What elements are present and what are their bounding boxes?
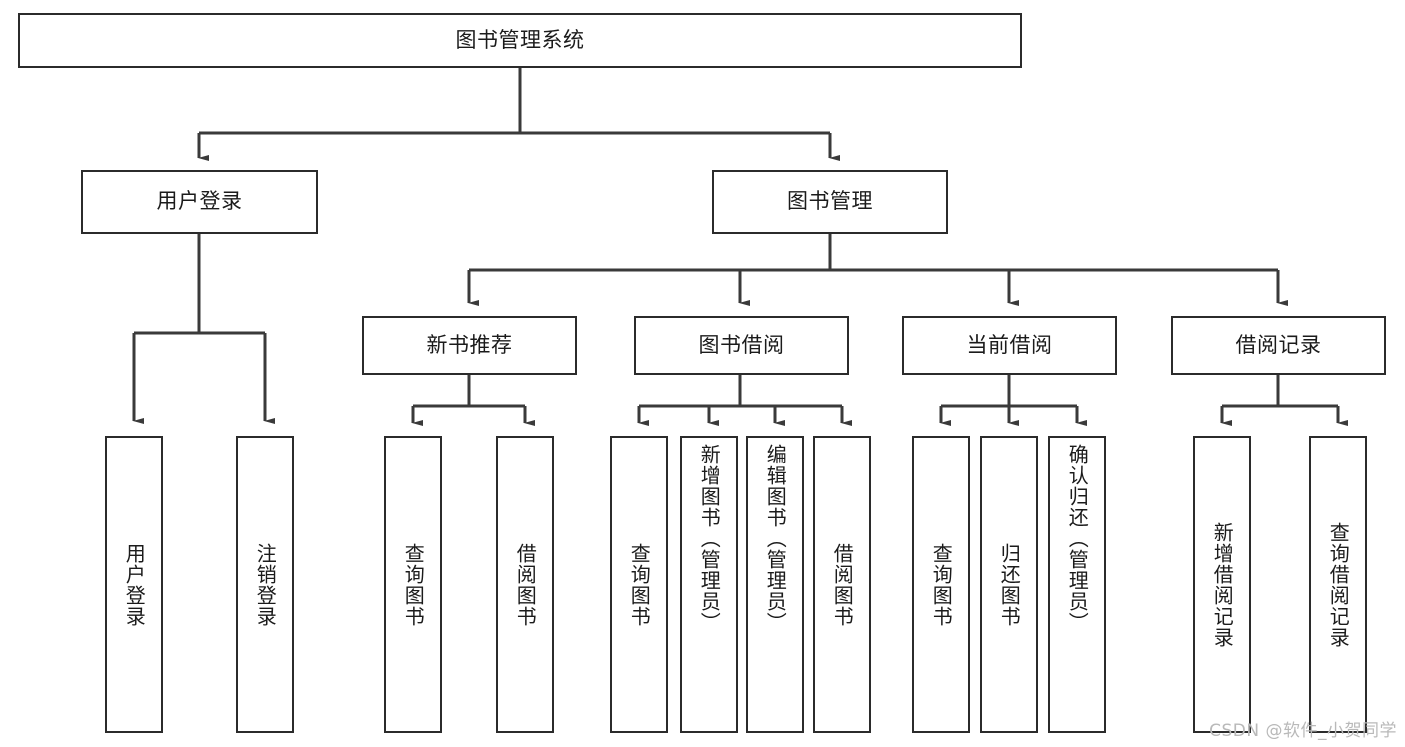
leaf-borrow-book-1-label: 借阅图书 — [513, 542, 538, 627]
node-book-borrow-label: 图书借阅 — [698, 332, 785, 357]
leaf-query-record-label: 查询借阅记录 — [1326, 521, 1351, 648]
leaf-user-login[interactable]: 用户登录 — [105, 436, 163, 733]
leaf-confirm-return[interactable]: 确认归还（管理员） — [1048, 436, 1106, 733]
node-book-borrow[interactable]: 图书借阅 — [634, 316, 849, 375]
node-user-login[interactable]: 用户登录 — [81, 170, 318, 234]
leaf-add-book[interactable]: 新增图书（管理员） — [680, 436, 738, 733]
node-new-book-recommend[interactable]: 新书推荐 — [362, 316, 577, 375]
node-root[interactable]: 图书管理系统 — [18, 13, 1022, 68]
node-root-label: 图书管理系统 — [455, 27, 585, 52]
node-borrow-record-label: 借阅记录 — [1235, 332, 1322, 357]
node-book-management-label: 图书管理 — [787, 189, 873, 214]
leaf-return-book[interactable]: 归还图书 — [980, 436, 1038, 733]
leaf-query-book-2[interactable]: 查询图书 — [610, 436, 668, 733]
leaf-edit-book[interactable]: 编辑图书（管理员） — [746, 436, 804, 733]
leaf-logout[interactable]: 注销登录 — [236, 436, 294, 733]
leaf-query-book-1[interactable]: 查询图书 — [384, 436, 442, 733]
leaf-borrow-book-1[interactable]: 借阅图书 — [496, 436, 554, 733]
leaf-logout-label: 注销登录 — [253, 542, 278, 627]
leaf-query-book-3[interactable]: 查询图书 — [912, 436, 970, 733]
leaf-borrow-book-2[interactable]: 借阅图书 — [813, 436, 871, 733]
leaf-query-book-2-label: 查询图书 — [627, 542, 652, 627]
node-new-book-recommend-label: 新书推荐 — [426, 332, 513, 357]
leaf-user-login-label: 用户登录 — [122, 542, 147, 627]
node-user-login-label: 用户登录 — [156, 189, 243, 214]
csdn-watermark: CSDN @软件_小贺同学 — [1209, 721, 1397, 741]
node-current-borrow[interactable]: 当前借阅 — [902, 316, 1117, 375]
node-current-borrow-label: 当前借阅 — [966, 332, 1053, 357]
leaf-add-record-label: 新增借阅记录 — [1210, 521, 1235, 648]
leaf-confirm-return-label: 确认归还（管理员） — [1065, 444, 1090, 633]
leaf-edit-book-label: 编辑图书（管理员） — [763, 444, 788, 633]
leaf-query-book-3-label: 查询图书 — [929, 542, 954, 627]
node-borrow-record[interactable]: 借阅记录 — [1171, 316, 1386, 375]
leaf-return-book-label: 归还图书 — [997, 542, 1022, 627]
leaf-borrow-book-2-label: 借阅图书 — [830, 542, 855, 627]
leaf-add-book-label: 新增图书（管理员） — [697, 444, 722, 633]
leaf-query-record[interactable]: 查询借阅记录 — [1309, 436, 1367, 733]
leaf-query-book-1-label: 查询图书 — [401, 542, 426, 627]
node-book-management[interactable]: 图书管理 — [712, 170, 948, 234]
leaf-add-record[interactable]: 新增借阅记录 — [1193, 436, 1251, 733]
